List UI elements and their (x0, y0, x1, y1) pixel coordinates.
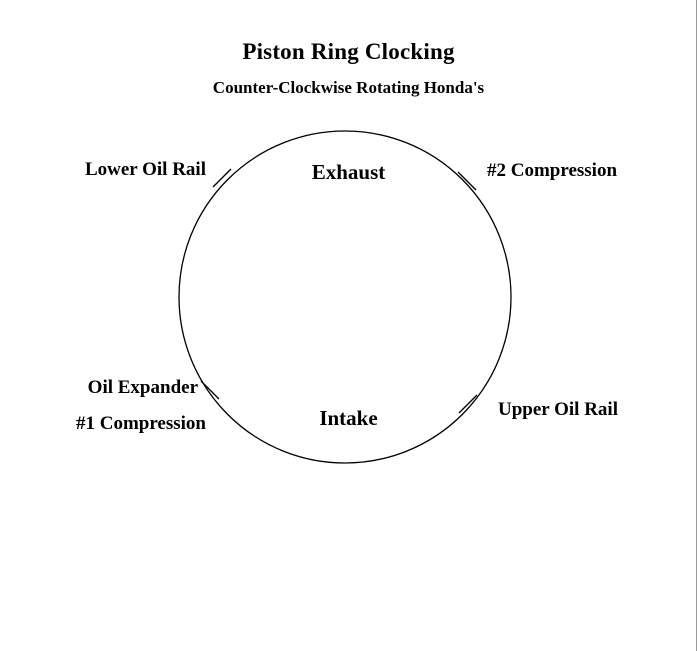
ring-gap-label-compression-1: #1 Compression (75, 413, 206, 434)
sector-label-intake: Intake (319, 406, 378, 430)
sector-label-exhaust: Exhaust (311, 160, 386, 184)
page-subtitle: Counter-Clockwise Rotating Honda's (212, 78, 485, 97)
tick-lower-oil-rail (212, 168, 232, 188)
page-title: Piston Ring Clocking (242, 39, 455, 64)
tick-oil-expander-compression-1 (200, 380, 220, 400)
tick-compression-2 (457, 171, 477, 191)
ring-gap-label-upper-oil-rail: Upper Oil Rail (498, 399, 618, 420)
ring-gap-label-compression-2: #2 Compression (487, 160, 618, 181)
ring-gap-label-lower-oil-rail: Lower Oil Rail (84, 159, 206, 180)
tick-upper-oil-rail (458, 394, 478, 414)
piston-circle (178, 130, 512, 464)
ring-gap-label-oil-expander: Oil Expander (87, 377, 198, 398)
